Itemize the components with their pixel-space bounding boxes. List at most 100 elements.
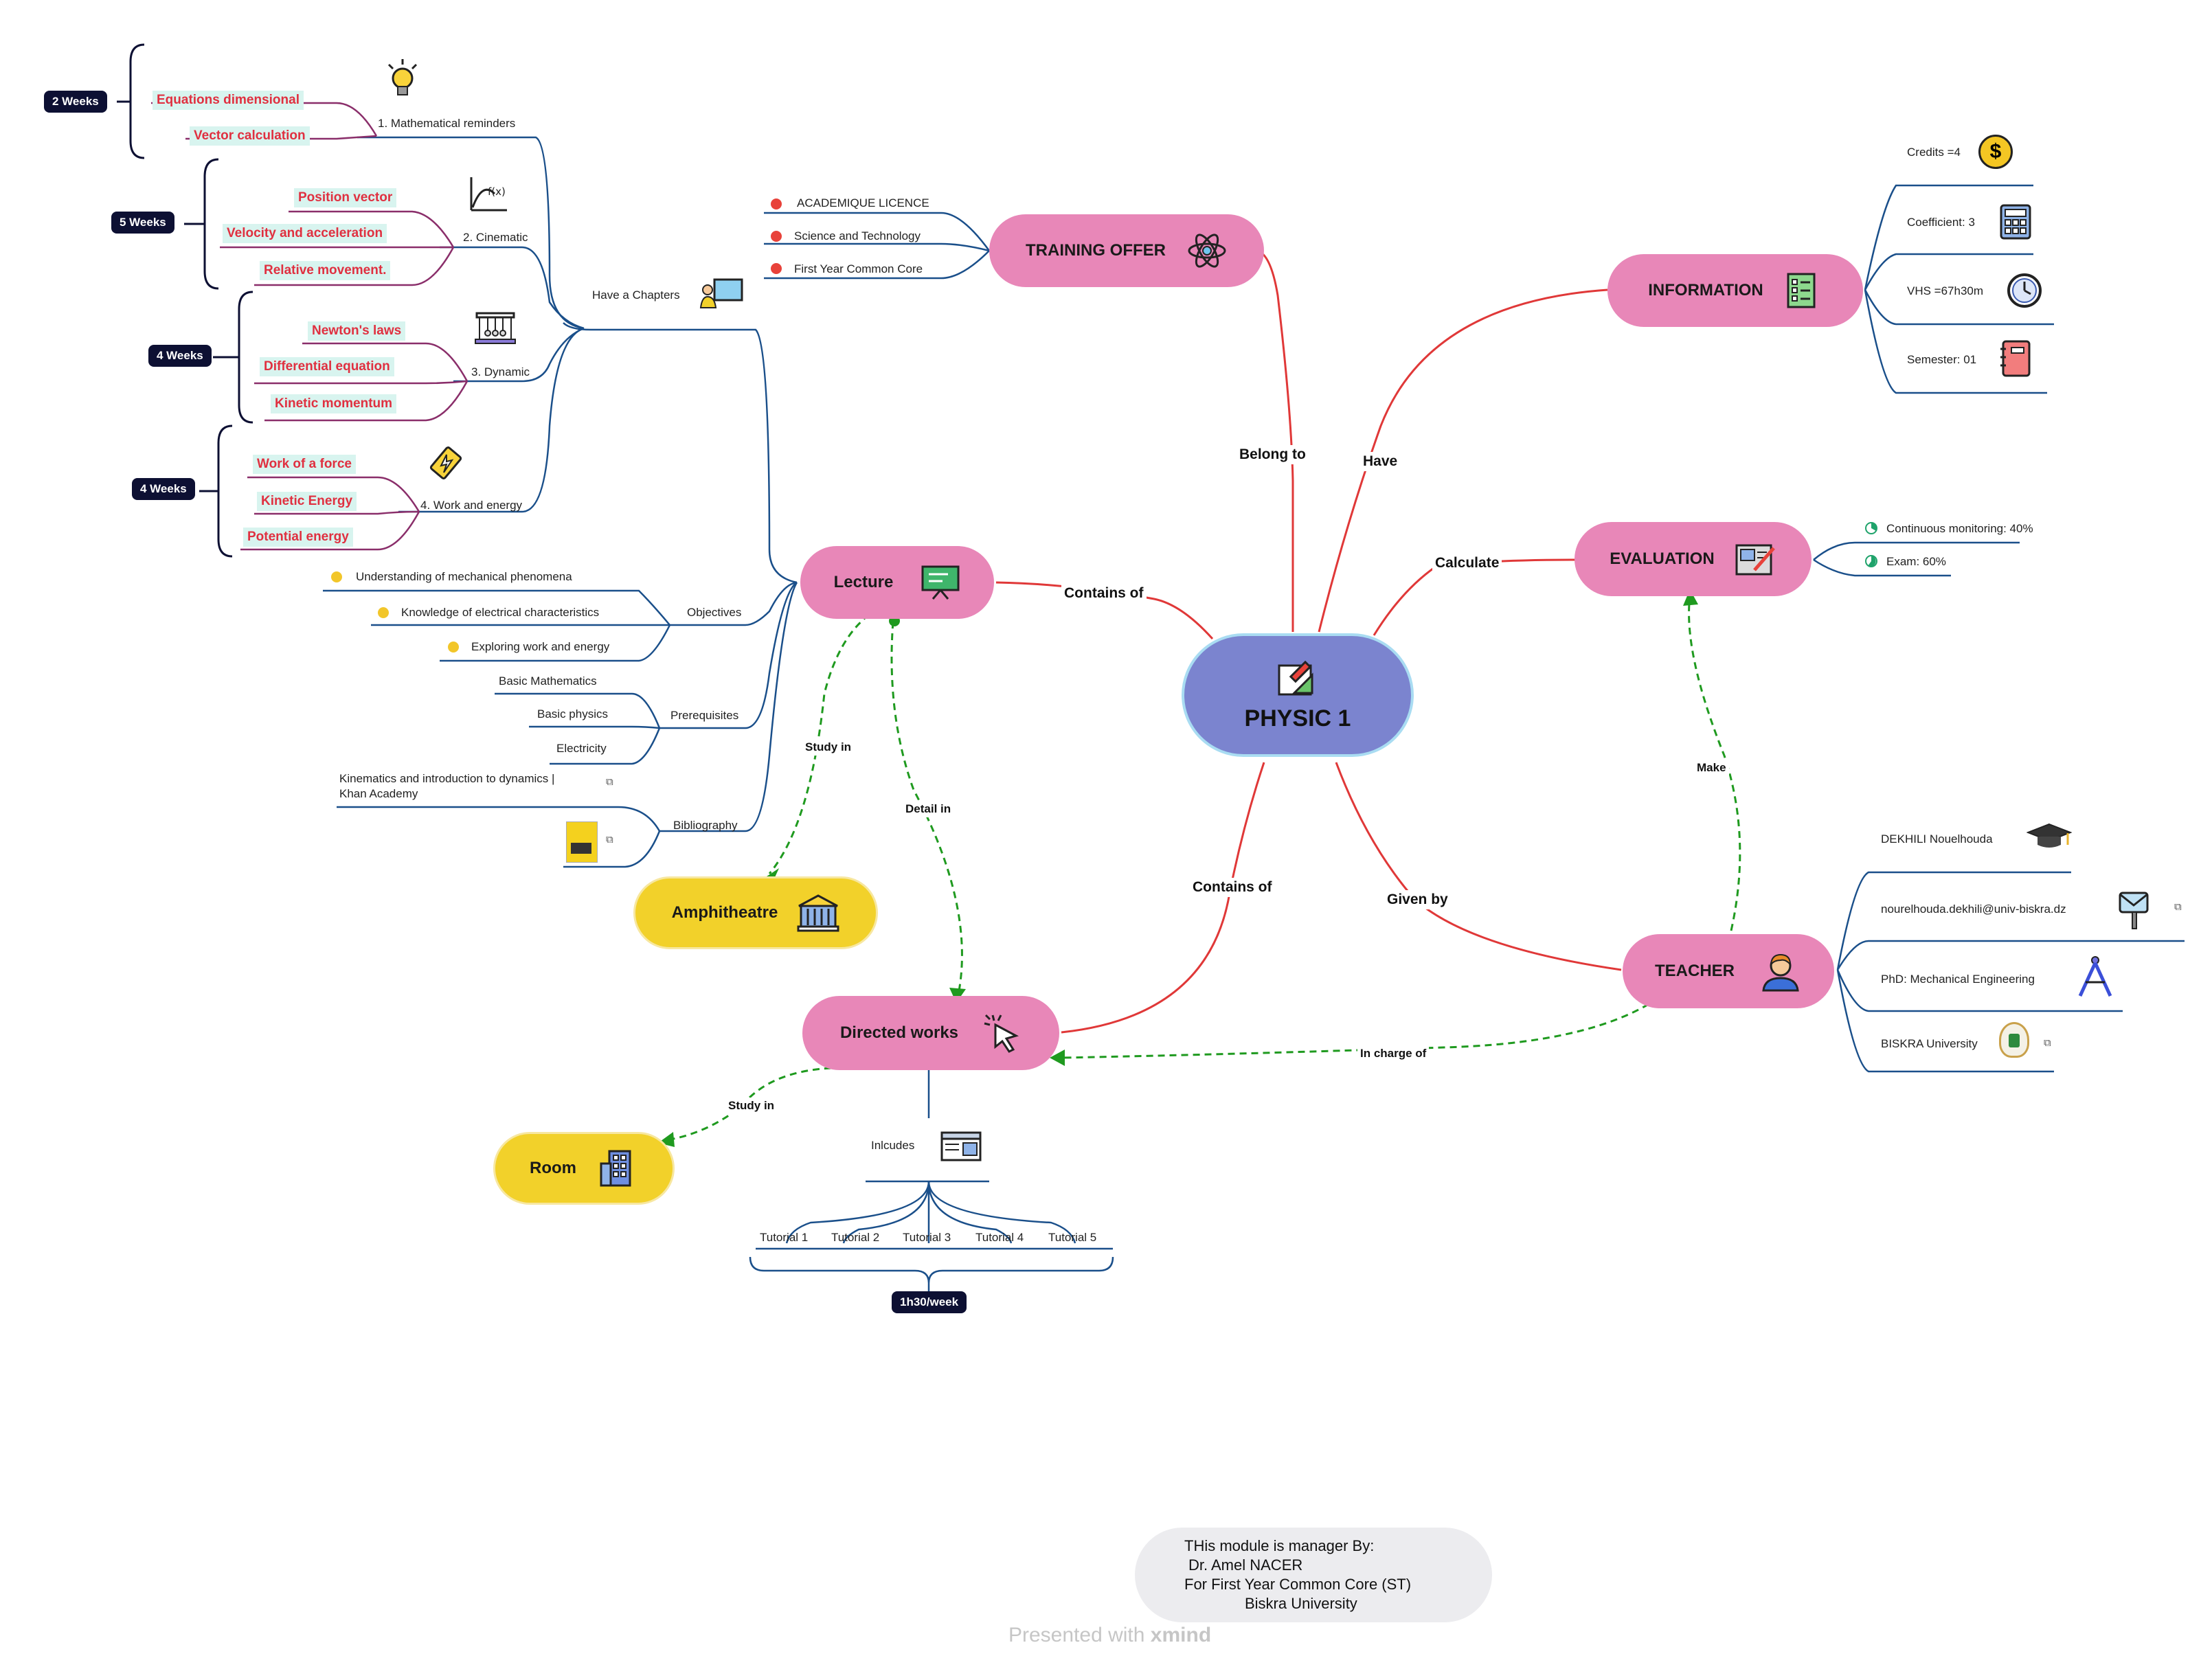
footer-line-1: THis module is manager By:: [1184, 1537, 1375, 1554]
prerequisite-1: Basic Mathematics: [499, 674, 597, 688]
external-link-icon[interactable]: ⧉: [606, 776, 613, 788]
directed-works-node[interactable]: Directed works: [802, 996, 1059, 1070]
book-cover-thumbnail[interactable]: [566, 821, 598, 863]
cursor-click-icon: [984, 1014, 1019, 1053]
tutorial-3[interactable]: Tutorial 3: [903, 1231, 951, 1244]
chapter-2-title[interactable]: 2. Cinematic: [463, 231, 528, 244]
bulb-icon: [331, 571, 342, 582]
link-directed-works: [1061, 762, 1265, 1034]
tutorial-2[interactable]: Tutorial 2: [831, 1231, 880, 1244]
room-node[interactable]: Room: [493, 1132, 675, 1205]
topic-work-of-force[interactable]: Work of a force: [253, 455, 356, 474]
check-icon: [771, 263, 782, 274]
topic-equations-dimensional[interactable]: Equations dimensional: [153, 91, 304, 110]
xmind-watermark: Presented with xmind: [1008, 1624, 1211, 1647]
topic-differential-equation[interactable]: Differential equation: [260, 357, 394, 376]
evaluation-label: EVALUATION: [1610, 549, 1715, 568]
information-node[interactable]: INFORMATION: [1607, 254, 1863, 327]
eval-exam: Exam: 60%: [1886, 555, 1946, 568]
notebook-icon: [2000, 340, 2031, 377]
dash-make: [1688, 596, 1741, 931]
bulb-icon: [378, 607, 389, 618]
tutorial-4[interactable]: Tutorial 4: [975, 1231, 1024, 1244]
mailbox-icon: [2119, 892, 2149, 929]
relation-contains-of-dw: Contains of: [1190, 878, 1275, 897]
relation-study-in-lecture: Study in: [802, 739, 855, 756]
info-coefficient: Coefficient: 3: [1907, 216, 1975, 229]
relation-contains-of-lecture: Contains of: [1061, 584, 1147, 603]
footer-line-3: For First Year Common Core (ST): [1184, 1576, 1412, 1593]
objective-2: Knowledge of electrical characteristics: [401, 606, 600, 619]
center-label: PHYSIC 1: [1244, 705, 1351, 731]
pencil-ruler-icon: [1278, 660, 1313, 695]
objective-3: Exploring work and energy: [471, 640, 610, 653]
check-icon: [771, 231, 782, 242]
external-link-icon[interactable]: ⧉: [606, 834, 613, 846]
compass-tool-icon: [2078, 956, 2112, 997]
topic-kinetic-momentum[interactable]: Kinetic momentum: [271, 394, 397, 413]
external-link-icon[interactable]: ⧉: [2044, 1037, 2051, 1049]
training-item-2: Science and Technology: [794, 229, 921, 242]
bibliography-item-1[interactable]: Kinematics and introduction to dynamics …: [339, 772, 555, 785]
battery-bolt-icon: [429, 446, 462, 479]
calculator-icon: [2000, 204, 2031, 240]
topic-newtons-laws[interactable]: Newton's laws: [308, 321, 406, 341]
topic-kinetic-energy[interactable]: Kinetic Energy: [257, 492, 357, 511]
link-information: [1318, 288, 1608, 633]
link-training-offer: [1256, 249, 1294, 632]
browser-window-icon: [940, 1131, 982, 1161]
chapter-3-title[interactable]: 3. Dynamic: [471, 365, 530, 378]
topic-relative-movement[interactable]: Relative movement.: [260, 261, 391, 280]
link-teacher: [1335, 762, 1622, 971]
topic-velocity-acceleration[interactable]: Velocity and acceleration: [223, 224, 387, 243]
presentation-board-icon: [921, 565, 960, 600]
eval-continuous: Continuous monitoring: 40%: [1886, 522, 2033, 535]
weeks-badge-chapter-2: 5 Weeks: [111, 212, 174, 234]
svg-text:f(x): f(x): [488, 185, 506, 198]
check-icon: [771, 199, 782, 209]
dollar-coin-icon: $: [1978, 135, 2013, 169]
pie-40-icon: [1865, 522, 1877, 534]
light-bulb-icon: [387, 59, 418, 95]
tutorial-5[interactable]: Tutorial 5: [1048, 1231, 1097, 1244]
chapters-label: Have a Chapters: [592, 288, 680, 302]
weeks-badge-chapter-1: 2 Weeks: [44, 91, 107, 113]
teacher-university: BISKRA University: [1881, 1037, 1978, 1050]
bibliography-item-1-source: Khan Academy: [339, 787, 418, 800]
museum-building-icon: [797, 894, 839, 932]
teacher-board-icon: [699, 278, 743, 308]
lecture-label: Lecture: [833, 573, 894, 591]
training-item-3: First Year Common Core: [794, 262, 923, 275]
training-offer-label: TRAINING OFFER: [1026, 241, 1166, 260]
teacher-avatar-icon: [1762, 953, 1799, 992]
lecture-node[interactable]: Lecture: [800, 546, 994, 619]
room-label: Room: [530, 1159, 576, 1177]
amphitheatre-node[interactable]: Amphitheatre: [633, 876, 878, 949]
topic-position-vector[interactable]: Position vector: [294, 188, 397, 207]
relation-in-charge-of: In charge of: [1357, 1045, 1430, 1062]
training-offer-node[interactable]: TRAINING OFFER: [989, 214, 1264, 287]
topic-vector-calculation[interactable]: Vector calculation: [190, 126, 310, 146]
external-link-icon[interactable]: ⧉: [2174, 901, 2182, 913]
watermark-prefix: Presented with: [1008, 1624, 1145, 1646]
tutorial-1[interactable]: Tutorial 1: [760, 1231, 809, 1244]
teacher-node[interactable]: TEACHER: [1623, 934, 1834, 1008]
chapter-4-title[interactable]: 4. Work and energy: [420, 499, 523, 512]
objective-1: Understanding of mechanical phenomena: [356, 570, 572, 583]
dash-detail-in: [890, 621, 963, 995]
training-item-1: ACADEMIQUE LICENCE: [797, 196, 929, 209]
teacher-email: nourelhouda.dekhili@univ-biskra.dz: [1881, 903, 2066, 916]
bulb-icon: [448, 642, 459, 653]
chapter-1-title[interactable]: 1. Mathematical reminders: [378, 117, 516, 130]
weeks-badge-chapter-3: 4 Weeks: [148, 345, 212, 367]
relation-have: Have: [1360, 452, 1401, 471]
teacher-label: TEACHER: [1654, 962, 1735, 980]
directed-works-label: Directed works: [839, 1023, 959, 1042]
prerequisites-label: Prerequisites: [670, 709, 739, 722]
teacher-degree: PhD: Mechanical Engineering: [1881, 973, 2035, 986]
footer-line-2: Dr. Amel NACER: [1188, 1556, 1303, 1574]
evaluation-node[interactable]: EVALUATION: [1575, 522, 1812, 596]
teacher-name: DEKHILI Nouelhouda: [1881, 832, 1993, 846]
topic-potential-energy[interactable]: Potential energy: [243, 528, 353, 547]
center-node[interactable]: PHYSIC 1: [1182, 633, 1414, 757]
